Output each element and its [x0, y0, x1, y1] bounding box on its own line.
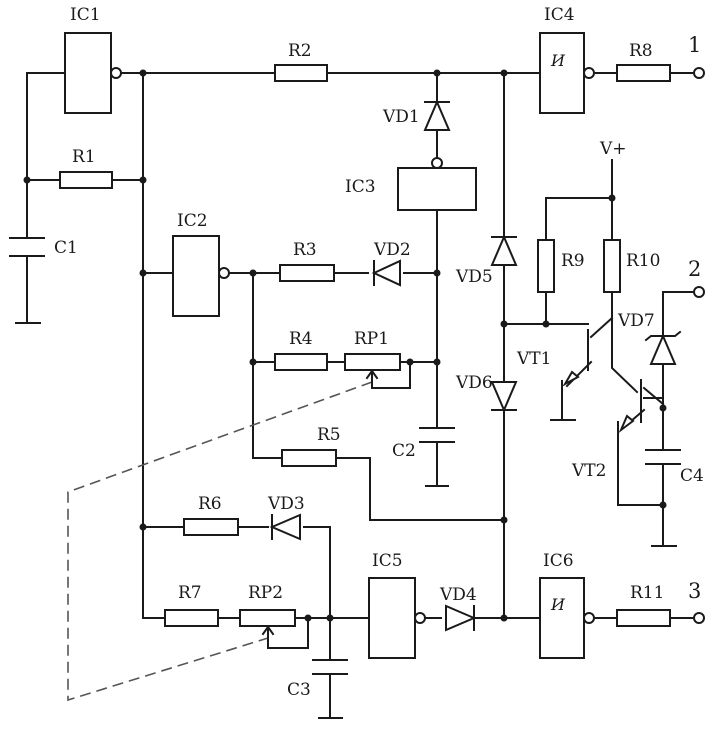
terminal-label-2: 2 — [688, 257, 701, 281]
capacitor-c2 — [419, 427, 455, 443]
label-vplus: V+ — [599, 139, 627, 159]
label-c4: C4 — [680, 466, 704, 486]
ic4-schmitt-inverter: И — [539, 32, 595, 114]
label-ic6: IC6 — [543, 551, 574, 571]
diode-vd1 — [423, 99, 451, 131]
vt2-emitter-arrow — [618, 414, 635, 434]
ic2-inverter — [172, 235, 230, 317]
output-terminal-2 — [693, 286, 705, 298]
resistor-r3 — [279, 264, 335, 282]
label-vd1: VD1 — [382, 107, 420, 127]
zener-diode-vd7 — [644, 330, 682, 365]
ic6-schmitt-inverter: И — [539, 577, 595, 659]
label-r9: R9 — [561, 251, 585, 271]
label-vd7: VD7 — [617, 311, 655, 331]
resistor-r4 — [274, 353, 328, 371]
label-r4: R4 — [289, 329, 313, 349]
output-terminal-3 — [693, 612, 705, 624]
capacitor-c3 — [312, 659, 348, 675]
label-r11: R11 — [630, 583, 664, 603]
diode-vd6 — [490, 381, 518, 413]
vt1-emitter-arrow — [562, 370, 580, 387]
label-ic5: IC5 — [372, 551, 403, 571]
label-ic3: IC3 — [345, 177, 376, 197]
label-vd2: VD2 — [373, 240, 411, 260]
ic1-inverter — [64, 32, 122, 114]
resistor-r2 — [274, 64, 328, 82]
terminal-labels: 1 2 3 — [688, 33, 701, 603]
resistor-r5 — [281, 449, 337, 467]
label-c2: C2 — [392, 441, 416, 461]
component-labels: IC1 R2 IC4 R8 R1 C1 VD1 IC3 V+ IC2 R3 VD… — [54, 5, 704, 700]
label-ic2: IC2 — [177, 211, 208, 231]
label-r5: R5 — [317, 425, 341, 445]
label-r8: R8 — [629, 41, 653, 61]
capacitor-c1 — [9, 237, 45, 257]
wires — [15, 72, 695, 719]
potentiometer-gang-link — [67, 381, 373, 702]
label-vd3: VD3 — [267, 494, 305, 514]
label-vt2: VT2 — [571, 461, 606, 481]
potentiometer-rp1 — [344, 353, 401, 371]
resistor-r9 — [537, 239, 555, 293]
label-r1: R1 — [72, 147, 96, 167]
ic4-schmitt-symbol: И — [550, 51, 566, 70]
label-vd6: VD6 — [455, 373, 493, 393]
rp1-wiper-arrow — [365, 369, 379, 389]
potentiometer-rp2 — [239, 609, 296, 627]
label-vd5: VD5 — [455, 267, 493, 287]
label-rp1: RP1 — [354, 329, 389, 349]
label-c1: C1 — [54, 238, 78, 258]
label-r3: R3 — [293, 240, 317, 260]
resistor-r10 — [603, 239, 621, 293]
capacitors — [9, 237, 681, 675]
resistor-r6 — [183, 518, 239, 536]
diode-vd4 — [445, 604, 477, 632]
diodes — [269, 99, 682, 632]
diode-vd5 — [490, 234, 518, 266]
terminal-label-1: 1 — [688, 33, 701, 57]
output-terminal-1 — [693, 67, 705, 79]
resistor-r11 — [616, 609, 671, 627]
label-rp2: RP2 — [248, 583, 283, 603]
label-r7: R7 — [178, 583, 202, 603]
diode-vd2 — [371, 259, 401, 287]
junction-dots — [23, 69, 667, 622]
rp2-wiper-arrow — [261, 625, 275, 649]
label-vt1: VT1 — [516, 349, 551, 369]
resistor-r7 — [164, 609, 219, 627]
label-ic1: IC1 — [70, 5, 101, 25]
label-c3: C3 — [287, 680, 311, 700]
capacitor-c4 — [645, 449, 681, 465]
ic3-block — [397, 157, 477, 211]
ic6-schmitt-symbol: И — [550, 595, 566, 614]
resistor-r1 — [59, 171, 113, 189]
label-r10: R10 — [626, 251, 660, 271]
label-r6: R6 — [198, 494, 222, 514]
diode-vd3 — [269, 513, 301, 541]
terminal-label-3: 3 — [688, 579, 701, 603]
label-ic4: IC4 — [544, 5, 575, 25]
label-r2: R2 — [288, 41, 312, 61]
ic5-inverter — [368, 577, 426, 659]
label-vd4: VD4 — [439, 585, 477, 605]
resistor-r8 — [616, 64, 671, 82]
